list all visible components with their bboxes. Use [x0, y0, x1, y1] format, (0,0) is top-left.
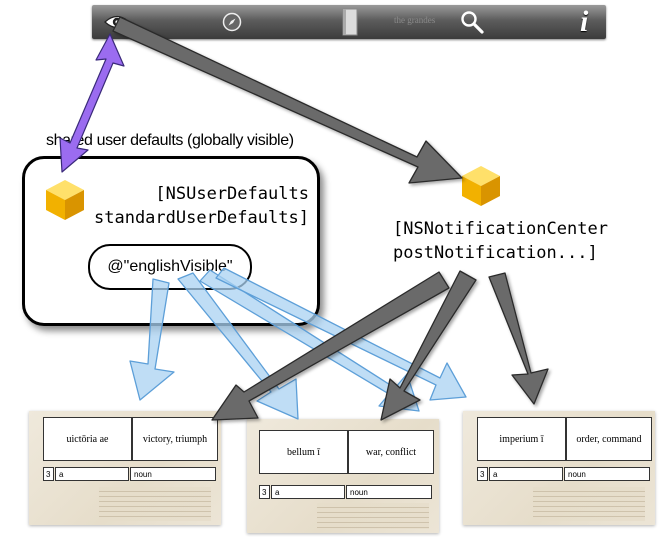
card-count: 3 — [477, 467, 488, 481]
card-count: 3 — [43, 467, 54, 481]
notification-cube-icon — [462, 166, 500, 206]
notification-code-line1: [NSNotificationCenter — [393, 219, 608, 239]
card-latin: imperium ī — [477, 417, 566, 461]
notify-arrow-toolbar — [112, 16, 463, 184]
card-part-of-speech: noun — [346, 485, 432, 499]
card-part-of-speech: noun — [130, 467, 216, 481]
card-english: victory, triumph — [132, 417, 218, 461]
info-icon[interactable]: i — [580, 5, 589, 38]
sync-arrow — [59, 33, 125, 173]
binding-arrow — [129, 278, 175, 401]
card-letter: a — [55, 467, 129, 481]
toolbar-caption: the grandes — [394, 15, 436, 25]
book-icon[interactable] — [342, 8, 358, 36]
app-toolbar: the grandes i — [92, 5, 606, 39]
card-english: war, conflict — [348, 430, 434, 474]
card-notes — [317, 503, 429, 529]
card-notes — [533, 487, 645, 521]
flashcard: imperium ī order, command 3 a noun — [463, 411, 655, 525]
notify-arrow-card1 — [211, 271, 450, 421]
card-latin: uictōria ae — [43, 417, 132, 461]
notification-code-line2: postNotification...] — [393, 243, 598, 263]
defaults-code-line2: standardUserDefaults] — [94, 208, 309, 228]
card-letter: a — [271, 485, 345, 499]
defaults-code-line1: [NSUserDefaults — [155, 184, 309, 204]
object-cube-icon — [46, 180, 84, 220]
flashcard: bellum ī war, conflict 3 a noun — [247, 419, 439, 533]
notify-arrow-card2 — [380, 270, 477, 421]
notification-code: [NSNotificationCenter postNotification..… — [393, 217, 608, 265]
compass-icon[interactable] — [222, 12, 242, 32]
defaults-code: [NSUserDefaults standardUserDefaults] — [94, 182, 309, 230]
card-english: order, command — [566, 417, 652, 461]
search-icon[interactable] — [460, 10, 484, 34]
card-letter: a — [489, 467, 563, 481]
card-latin: bellum ī — [259, 430, 348, 474]
defaults-caption: shared user defaults (globally visible) — [46, 132, 294, 149]
card-part-of-speech: noun — [564, 467, 650, 481]
card-count: 3 — [259, 485, 270, 499]
card-notes — [99, 487, 211, 521]
flashcard: uictōria ae victory, triumph 3 a noun — [29, 411, 221, 525]
notify-arrow-card3 — [488, 272, 549, 405]
